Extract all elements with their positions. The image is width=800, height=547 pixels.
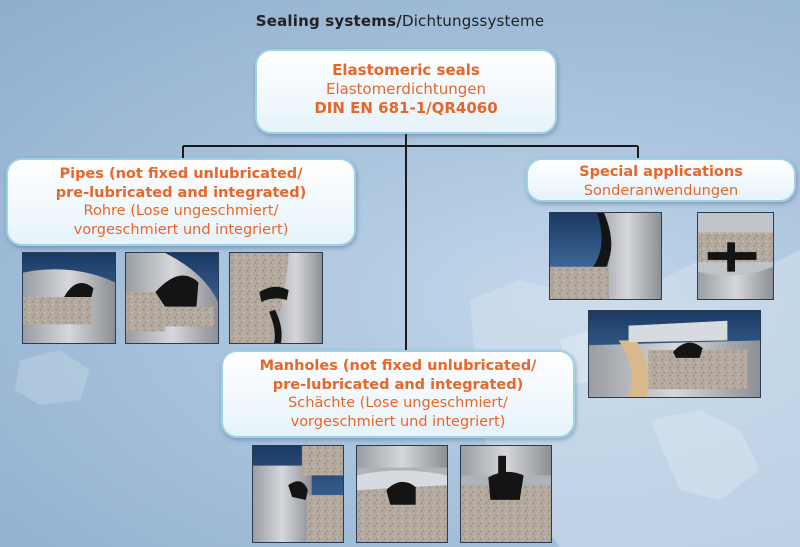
manholes-title-de-2: vorgeschmiert und integriert) <box>290 413 506 430</box>
title-regular: Dichtungssysteme <box>401 12 545 30</box>
root-standard: DIN EN 681-1/QR4060 <box>314 99 498 118</box>
pipe-seal-image-1 <box>22 252 116 344</box>
page-title: Sealing systems/Dichtungssysteme <box>0 12 800 30</box>
pipe-seal-image-3 <box>229 252 323 344</box>
title-bold: Sealing systems/ <box>255 12 402 30</box>
pipes-title-de-1: Rohre (Lose ungeschmiert/ <box>83 203 279 220</box>
elastomeric-seals-box: Elastomeric seals Elastomerdichtungen DI… <box>255 49 557 134</box>
special-title-de: Sonderanwendungen <box>583 182 739 199</box>
manholes-title-en-2: pre-lubricated and integrated) <box>272 376 524 393</box>
root-title-en: Elastomeric seals <box>332 61 480 79</box>
manhole-seal-image-2 <box>356 445 448 543</box>
special-seal-image-1 <box>549 212 662 300</box>
pipes-title-de-2: vorgeschmiert und integriert) <box>73 221 289 238</box>
manholes-title-en-1: Manholes (not fixed unlubricated/ <box>259 358 537 374</box>
special-seal-image-3 <box>588 310 761 398</box>
pipes-title-en-2: pre-lubricated and integrated) <box>55 184 307 201</box>
manhole-seal-image-3 <box>460 445 552 543</box>
special-seal-image-2 <box>697 212 774 300</box>
root-title-de: Elastomerdichtungen <box>325 80 487 99</box>
manholes-box: Manholes (not fixed unlubricated/ pre-lu… <box>221 350 575 438</box>
pipes-box: Pipes (not fixed unlubricated/ pre-lubri… <box>6 158 356 246</box>
manhole-seal-image-1 <box>252 445 344 543</box>
pipe-seal-image-2 <box>125 252 219 344</box>
manholes-title-de-1: Schächte (Lose ungeschmiert/ <box>288 395 508 412</box>
pipes-title-en-1: Pipes (not fixed unlubricated/ <box>59 166 303 182</box>
special-title-en: Special applications <box>579 164 743 180</box>
special-applications-box: Special applications Sonderanwendungen <box>526 158 796 202</box>
